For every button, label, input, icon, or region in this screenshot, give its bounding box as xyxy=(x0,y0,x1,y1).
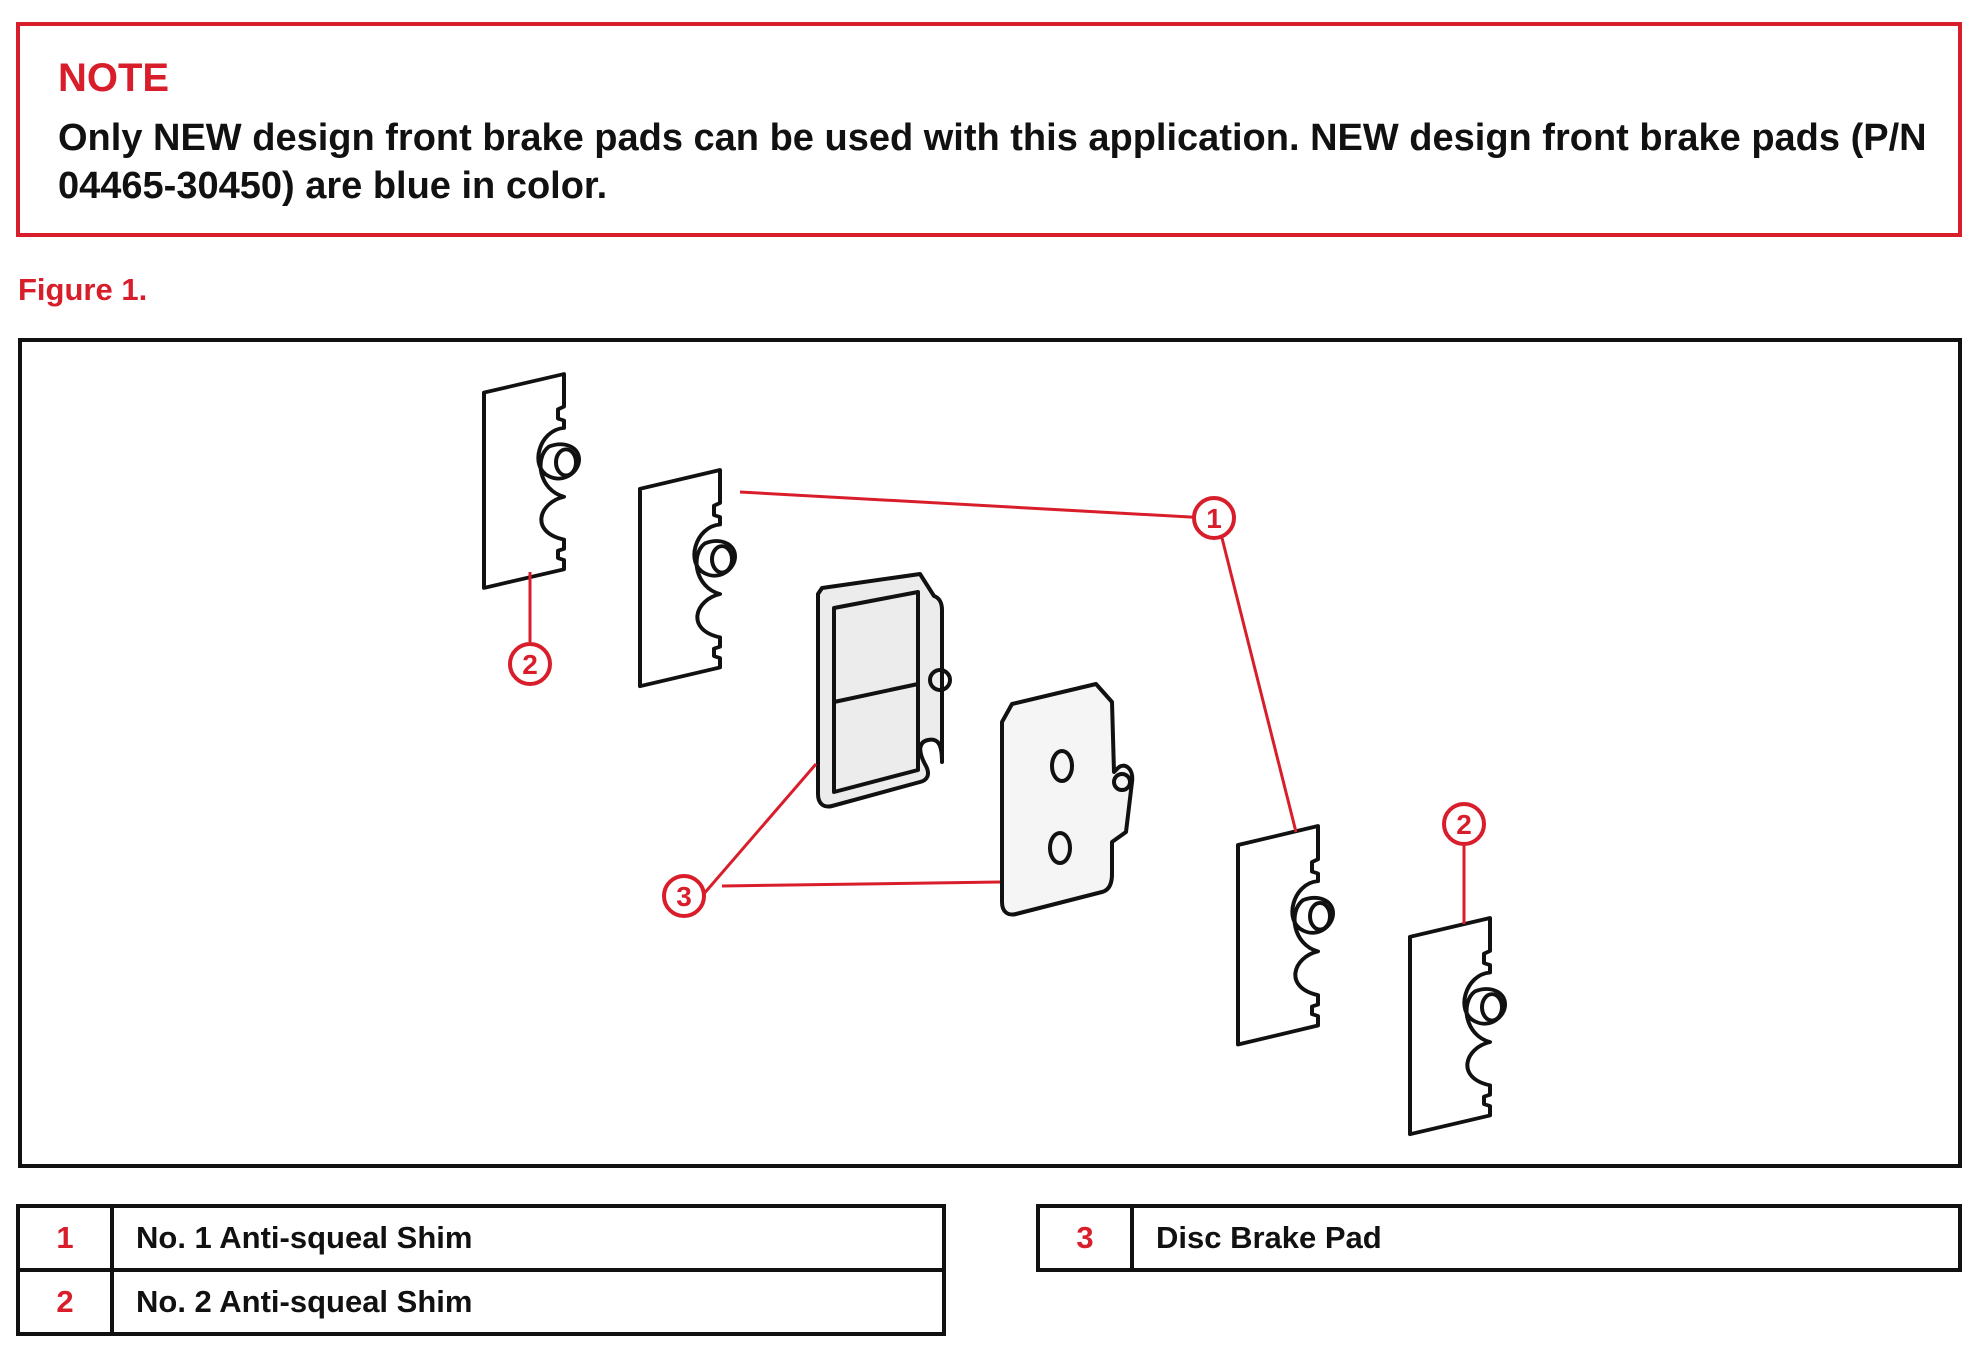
callout-2-right: 2 xyxy=(1442,802,1486,846)
shim-2-top-left xyxy=(482,372,581,590)
legend-label: Disc Brake Pad xyxy=(1130,1204,1962,1272)
brake-pad-exploded-illustration: 1 2 2 3 xyxy=(482,372,1507,1137)
legend-label: No. 1 Anti-squeal Shim xyxy=(110,1204,946,1272)
note-title: NOTE xyxy=(58,56,170,100)
shim-1-bottom xyxy=(1236,824,1335,1047)
note-text: Only NEW design front brake pads can be … xyxy=(58,117,1927,207)
legend-number: 1 xyxy=(16,1204,114,1272)
legend-label: No. 2 Anti-squeal Shim xyxy=(110,1268,946,1336)
callout-1: 1 xyxy=(1192,496,1236,540)
legend-table-right: 3 Disc Brake Pad xyxy=(1036,1204,1962,1272)
legend-row: 3 Disc Brake Pad xyxy=(1036,1204,1962,1272)
legend-table-left: 1 No. 1 Anti-squeal Shim 2 No. 2 Anti-sq… xyxy=(16,1204,946,1336)
figure-frame: 1 2 2 3 xyxy=(18,338,1962,1168)
legend-row: 1 No. 1 Anti-squeal Shim xyxy=(16,1204,946,1272)
brake-pad-1 xyxy=(816,572,952,809)
shim-1-top xyxy=(638,468,737,689)
callout-2-right-label: 2 xyxy=(1456,809,1472,840)
callout-2-left-label: 2 xyxy=(522,649,538,680)
callout-2-left: 2 xyxy=(508,642,552,686)
note-box: NOTE Only NEW design front brake pads ca… xyxy=(16,22,1962,237)
shim-2-bottom-right xyxy=(1408,916,1507,1137)
legend-row: 2 No. 2 Anti-squeal Shim xyxy=(16,1268,946,1336)
callout-1-label: 1 xyxy=(1206,503,1222,534)
callout-3-label: 3 xyxy=(676,881,692,912)
figure-caption: Figure 1. xyxy=(18,272,148,307)
brake-pad-2 xyxy=(1000,682,1135,917)
legend-number: 2 xyxy=(16,1268,114,1336)
callout-3: 3 xyxy=(662,874,706,918)
legend-number: 3 xyxy=(1036,1204,1134,1272)
leader-lines xyxy=(528,490,1466,924)
